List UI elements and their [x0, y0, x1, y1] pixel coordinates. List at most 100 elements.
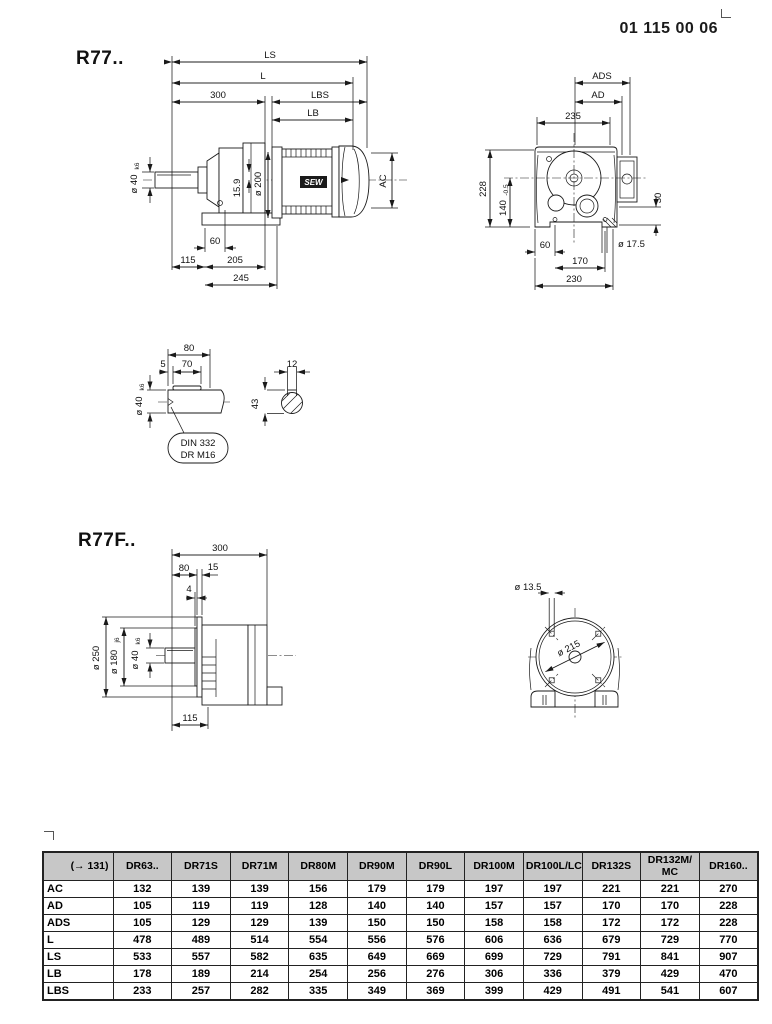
- dim-label: 245: [233, 273, 249, 284]
- shaft-detail-drawing: DIN 332 DR M16: [134, 343, 310, 464]
- table-cell: 179: [347, 880, 407, 898]
- brand-logo: SEW: [304, 178, 324, 187]
- table-cell: 907: [698, 948, 759, 966]
- column-header: DR63..: [112, 851, 173, 881]
- table-cell: 399: [464, 982, 524, 1001]
- table-cell: 233: [112, 982, 173, 1001]
- dim-label: 43: [250, 399, 261, 410]
- gear-unit-outline: SEW: [143, 142, 407, 226]
- table-cell: 276: [405, 965, 466, 983]
- r77f-side-drawing: 300 80 15 4 ø 250 ø 180 j6 ø 40 k6 115: [91, 543, 296, 731]
- note-label: DIN 332: [181, 438, 216, 449]
- column-header: DR71S: [171, 851, 231, 881]
- row-label: LB: [42, 965, 114, 983]
- table-cell: 841: [640, 948, 700, 966]
- table-cell: 489: [171, 931, 231, 949]
- r77-front-drawing: ADS AD 235 228 140 -0.5 30 60 170 230 ø …: [478, 71, 664, 290]
- column-header: DR71M: [229, 851, 290, 881]
- column-header: DR100M: [464, 851, 524, 881]
- dim-label: 115: [180, 255, 195, 266]
- table-cell: 257: [171, 982, 231, 1001]
- dim-label: 4: [186, 584, 191, 595]
- dim-label: 140: [498, 200, 509, 216]
- table-cell: 128: [288, 897, 348, 915]
- dimension-lines: [147, 349, 310, 428]
- table-cell: 282: [229, 982, 290, 1001]
- dim-label: 235: [565, 111, 581, 122]
- table-cell: 139: [288, 914, 348, 932]
- table-cell: 306: [464, 965, 524, 983]
- table-cell: 140: [347, 897, 407, 915]
- table-cell: 270: [698, 880, 759, 898]
- dim-label: 12: [287, 359, 298, 370]
- table-cell: 582: [229, 948, 290, 966]
- doc-number: 01 115 00 06: [619, 20, 718, 37]
- table-cell: 139: [229, 880, 290, 898]
- table-cell: 729: [640, 931, 700, 949]
- dim-label: LBS: [311, 90, 329, 101]
- table-cell: 554: [288, 931, 348, 949]
- crop-mark-top-right: [721, 9, 731, 18]
- dimension-lines: [102, 549, 268, 731]
- table-cell: 105: [112, 914, 173, 932]
- section-title-r77: R77..: [76, 48, 124, 69]
- corner-header: (→ 131): [42, 851, 114, 881]
- table-cell: 189: [171, 965, 231, 983]
- dim-label: 15.9: [232, 179, 243, 198]
- note-label: DR M16: [181, 450, 216, 461]
- table-cell: 132: [112, 880, 173, 898]
- dimension-labels: 80 5 70 ø 40 k6 12 43: [134, 343, 297, 416]
- crop-mark-bottom-left: [44, 831, 54, 840]
- dim-label: LS: [264, 50, 276, 61]
- column-header: DR132M/ MC: [640, 851, 700, 881]
- dim-label: 115: [182, 713, 197, 724]
- table-cell: 576: [405, 931, 466, 949]
- dim-label: 80: [184, 343, 195, 354]
- table-cell: 150: [405, 914, 466, 932]
- r77f-front-drawing: ø 13.5 ø 215: [515, 582, 623, 718]
- dim-label: -0.5: [503, 184, 510, 196]
- row-label: LBS: [42, 982, 114, 1001]
- table-cell: 129: [171, 914, 231, 932]
- table-cell: 170: [640, 897, 700, 915]
- dim-label: ø 17.5: [618, 239, 645, 250]
- table-cell: 478: [112, 931, 173, 949]
- table-cell: 179: [405, 880, 466, 898]
- dim-label: 300: [212, 543, 228, 554]
- dim-label: ø 200: [253, 172, 264, 196]
- table-cell: 556: [347, 931, 407, 949]
- table-cell: 491: [581, 982, 642, 1001]
- dim-label: 230: [566, 274, 582, 285]
- table-cell: 172: [640, 914, 700, 932]
- dimension-lines: [142, 56, 398, 289]
- table-cell: 335: [288, 982, 348, 1001]
- table-cell: 105: [112, 897, 173, 915]
- table-cell: 197: [464, 880, 524, 898]
- table-cell: 349: [347, 982, 407, 1001]
- dim-label: 60: [540, 240, 551, 251]
- table-cell: 607: [698, 982, 759, 1001]
- table-cell: 429: [640, 965, 700, 983]
- row-label: AC: [42, 880, 114, 898]
- table-cell: 197: [522, 880, 583, 898]
- dim-label: ø 250: [91, 646, 102, 670]
- dimension-labels: ADS AD 235 228 140 -0.5 30 60 170 230 ø …: [478, 71, 664, 285]
- dim-label: 170: [572, 256, 588, 267]
- dim-label: ø 40: [134, 396, 145, 415]
- table-cell: 791: [581, 948, 642, 966]
- table-cell: 533: [112, 948, 173, 966]
- table-cell: 157: [522, 897, 583, 915]
- row-label: AD: [42, 897, 114, 915]
- dim-label: k6: [135, 637, 142, 644]
- dim-label: AC: [378, 174, 389, 187]
- table-cell: 119: [229, 897, 290, 915]
- dim-label: 300: [210, 90, 226, 101]
- dim-label: 5: [160, 359, 165, 370]
- flange-unit-outline: [156, 616, 296, 706]
